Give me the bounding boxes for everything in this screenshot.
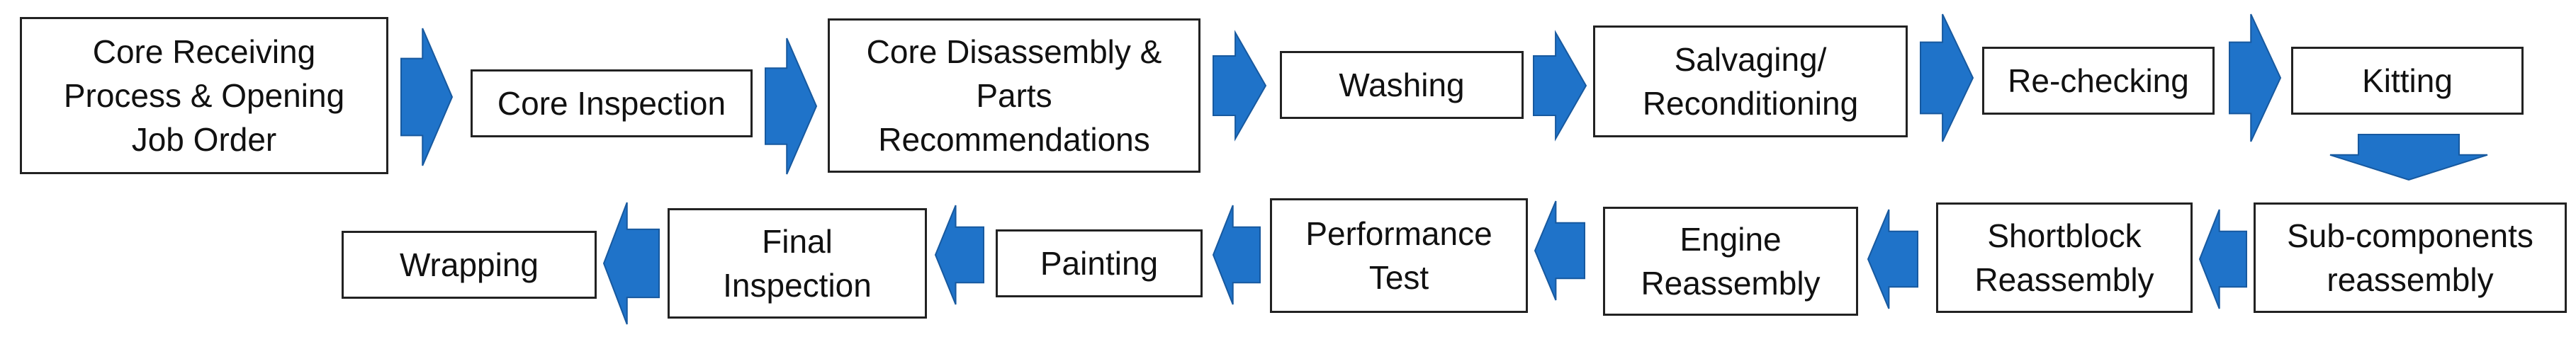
arrow-kitting-down [2329,134,2488,181]
arrow-final-to-wrapping [602,202,660,325]
step-painting: Painting [996,229,1203,297]
step-salvaging: Salvaging/ Reconditioning [1593,25,1908,137]
arrow-shortblock-to-engine [1867,209,1918,309]
arrow-engine-to-performance [1534,200,1585,301]
step-core-inspection: Core Inspection [471,69,753,137]
arrow-receiving-to-inspection [400,28,454,166]
arrow-subcomponents-to-shortblock [2198,209,2247,309]
arrow-salvaging-to-rechecking [1920,13,1974,142]
arrow-inspection-to-disassembly [765,38,818,175]
step-washing: Washing [1280,51,1524,119]
arrow-disassembly-to-washing [1213,30,1267,142]
step-kitting: Kitting [2291,47,2524,115]
step-engine-reassembly: Engine Reassembly [1603,207,1858,316]
step-shortblock-reassembly: Shortblock Reassembly [1936,202,2193,313]
arrow-washing-to-salvaging [1533,30,1587,142]
step-performance-test: Performance Test [1270,198,1528,313]
step-sub-components-reassembly: Sub-components reassembly [2254,202,2567,313]
arrow-rechecking-to-kitting [2229,13,2282,142]
step-core-receiving: Core Receiving Process & Opening Job Ord… [20,17,388,174]
step-re-checking: Re-checking [1982,47,2215,115]
step-final-inspection: Final Inspection [668,208,927,319]
step-core-disassembly: Core Disassembly & Parts Recommendations [828,18,1200,173]
arrow-performance-to-painting [1212,205,1261,305]
step-wrapping: Wrapping [342,231,597,299]
arrow-painting-to-final [934,205,984,305]
